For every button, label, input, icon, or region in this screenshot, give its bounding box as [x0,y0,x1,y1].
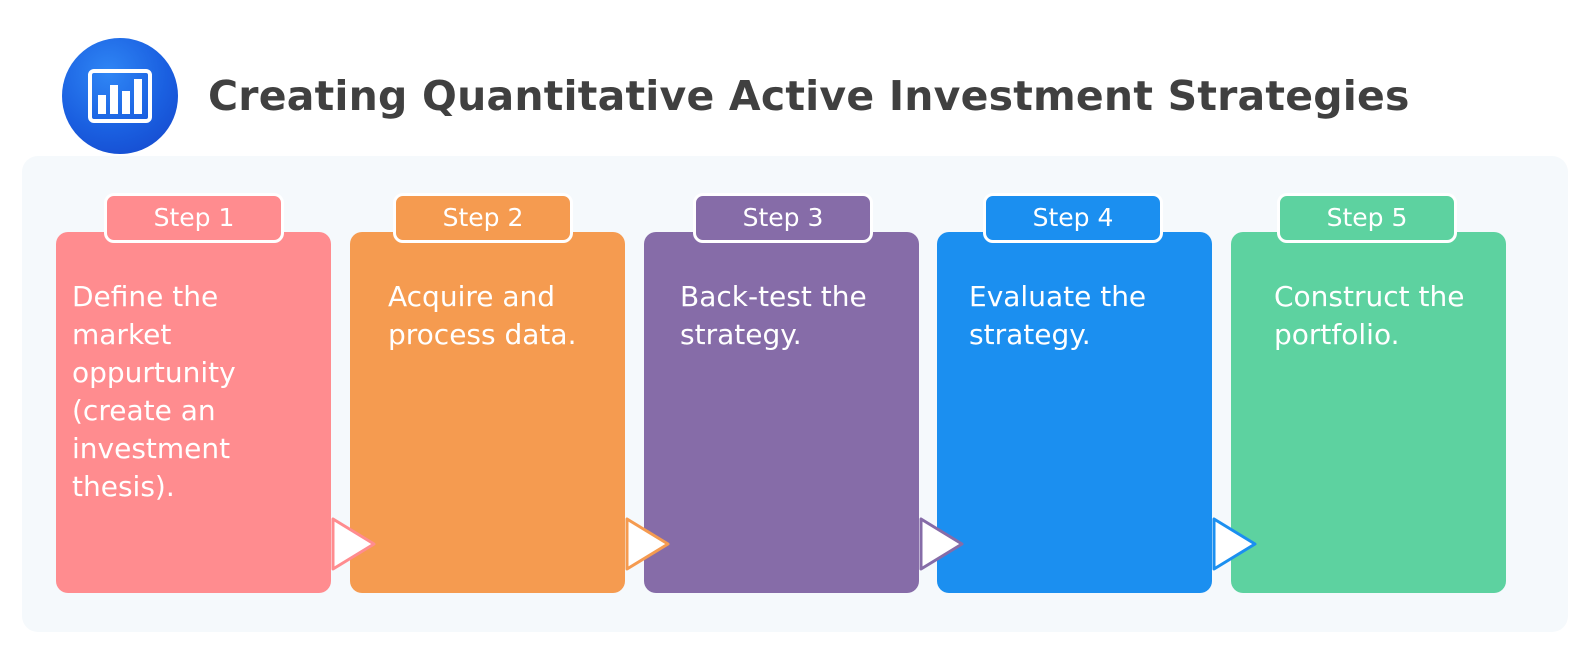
arrow-right-icon [625,517,670,571]
step-tab-1: Step 1 [104,193,284,243]
arrow-right-icon [331,517,376,571]
step-text-5: Construct the portfolio. [1274,280,1465,351]
arrow-right-icon [919,517,964,571]
step-card-5 [1231,232,1506,593]
bar-chart-icon [88,69,152,123]
step-text-3: Back-test the strategy. [680,280,867,351]
step-text-2: Acquire and process data. [388,280,577,351]
step-text-1: Define the market oppurtunity (create an… [72,280,236,503]
step-text-4: Evaluate the strategy. [969,280,1147,351]
page-title: Creating Quantitative Active Investment … [208,72,1410,120]
step-tab-3: Step 3 [693,193,873,243]
header-logo [62,38,178,154]
step-card-1 [56,232,331,593]
step-tab-5: Step 5 [1277,193,1457,243]
step-tab-2: Step 2 [393,193,573,243]
step-card-4 [937,232,1212,593]
step-card-2 [350,232,625,593]
step-card-3 [644,232,919,593]
step-tab-4: Step 4 [983,193,1163,243]
arrow-right-icon [1212,517,1257,571]
